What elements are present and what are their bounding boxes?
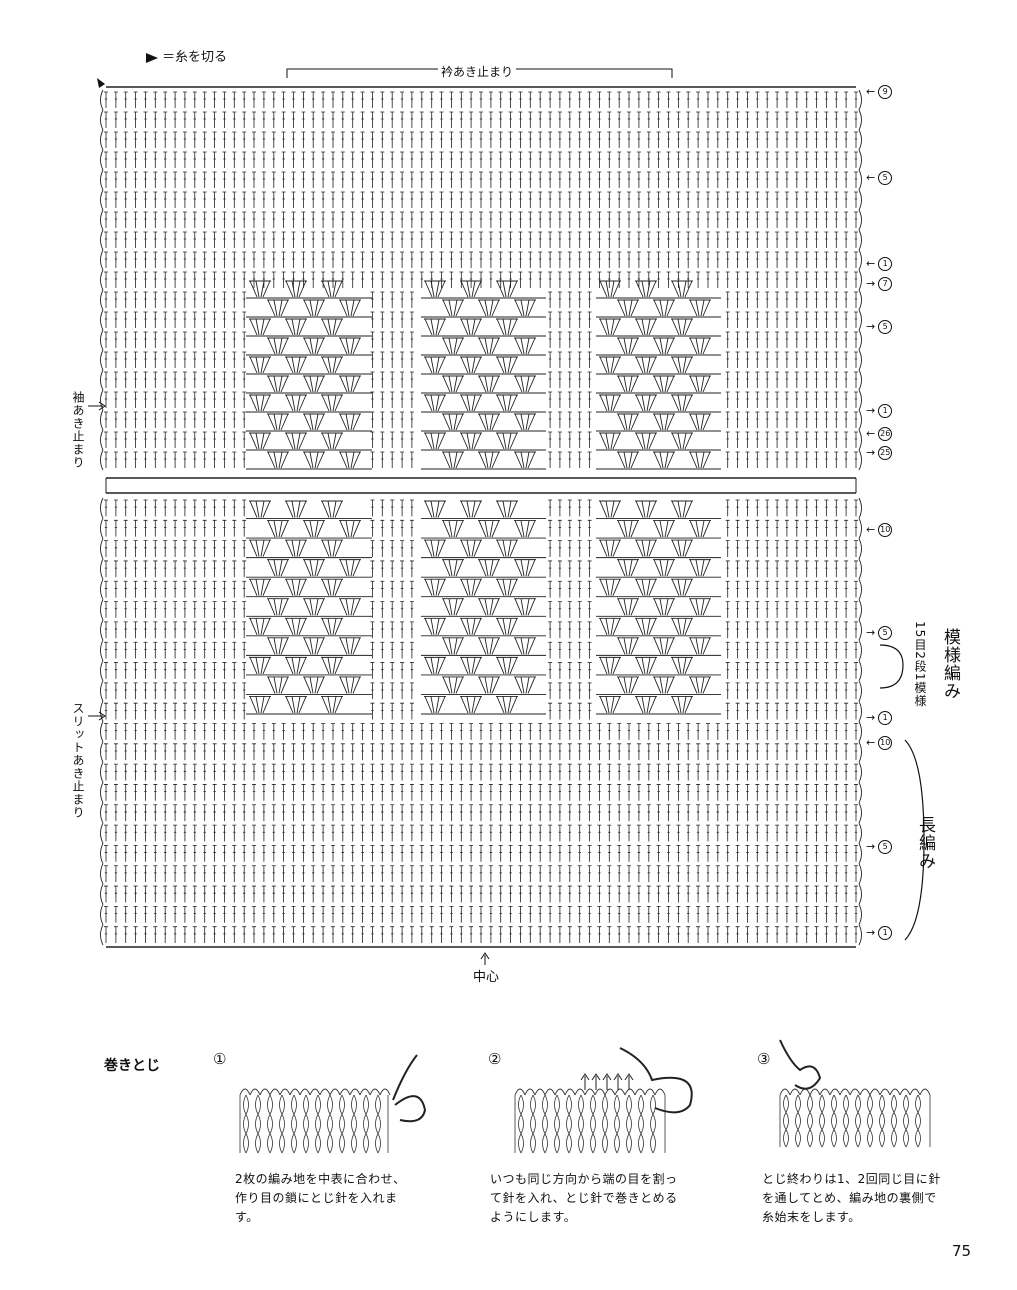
double-crochet-label: 長編み [915,816,935,870]
row-number: 1 [878,711,893,725]
page-number: 75 [952,1242,972,1260]
row-arrow: ← [866,257,876,270]
row-number: 26 [878,427,893,441]
row-arrow: ← [866,85,876,98]
row-arrow: → [866,320,876,333]
triangle-icon [146,52,158,63]
row-marker: →5 [866,320,893,334]
row-marker: →1 [866,711,893,725]
row-number: 5 [878,171,893,185]
row-arrow: → [866,926,876,939]
row-arrow: ← [866,736,876,749]
row-arrow: ← [866,427,876,440]
row-marker: ←26 [866,427,893,441]
row-marker: ←5 [866,171,893,185]
pattern-repeat-label: 15目2段1模様 [913,621,927,708]
row-marker: ←10 [866,523,893,537]
step-1-number: ① [213,1050,227,1068]
row-number: 10 [878,736,893,750]
row-marker: →25 [866,446,893,460]
row-arrow: → [866,626,876,639]
row-number: 5 [878,626,893,640]
legend-text: ＝糸を切る [162,50,228,65]
row-arrow: ← [866,171,876,184]
row-marker: →5 [866,626,893,640]
step-2-number: ② [488,1050,502,1068]
sleeve-opening-label: 袖あき止まり [71,391,85,469]
row-number: 7 [878,277,893,291]
center-label: 中心 [473,970,500,985]
step-3-text: とじ終わりは1、2回同じ目に針を通してとめ、編み地の裏側で糸始末をします。 [762,1172,941,1224]
row-number: 25 [878,446,893,460]
row-marker: →5 [866,840,893,854]
row-number: 5 [878,320,893,334]
whip-stitch-title: 巻きとじ [104,1058,160,1074]
row-number: 1 [878,404,893,418]
step-2-text: いつも同じ方向から端の目を割って針を入れ、とじ針で巻きとめるようにします。 [490,1172,678,1224]
row-number: 1 [878,257,893,271]
row-marker: ←1 [866,257,893,271]
seam-illustrations [239,1039,931,1154]
row-number: 5 [878,840,893,854]
pattern-stitch-label: 模様編み [940,628,960,700]
step-3-number: ③ [757,1050,771,1068]
row-marker: →1 [866,926,893,940]
row-number: 9 [878,85,893,99]
row-marker: ←9 [866,85,893,99]
neck-opening-label: 衿あき止まり [438,63,517,80]
row-arrow: → [866,277,876,290]
row-number: 10 [878,523,893,537]
row-marker: →1 [866,404,893,418]
row-marker: →7 [866,277,893,291]
row-marker: ←10 [866,736,893,750]
row-arrow: ← [866,523,876,536]
row-arrow: → [866,404,876,417]
row-number: 1 [878,926,893,940]
stitch-grid [97,78,862,948]
legend: ＝糸を切る [146,46,227,65]
step-1-text: 2枚の編み地を中表に合わせ、作り目の鎖にとじ針を入れます。 [235,1172,406,1224]
slit-opening-label: スリットあき止まり [71,702,85,819]
row-arrow: → [866,711,876,724]
row-arrow: → [866,840,876,853]
row-arrow: → [866,446,876,459]
